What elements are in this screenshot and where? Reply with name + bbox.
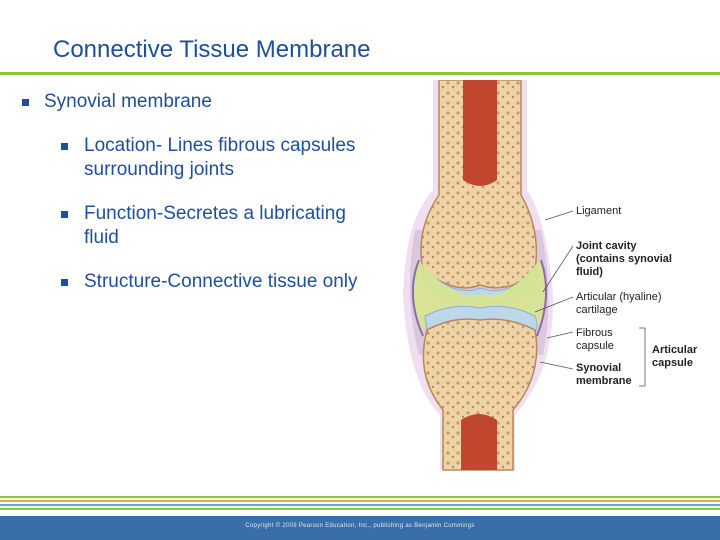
footer-stripe-orange [0, 500, 720, 502]
bullet-synovial-membrane: Synovial membrane [18, 90, 388, 114]
label-ligament: Ligament [576, 205, 622, 217]
bullet-marker [61, 211, 68, 218]
title-rule [0, 72, 720, 75]
upper-marrow-cavity [463, 80, 497, 186]
footer-stripe-green-2 [0, 508, 720, 510]
label-articular-capsule: Articular capsule [652, 344, 698, 369]
synovial-joint-diagram [403, 80, 646, 471]
bullet-text: Synovial membrane [44, 91, 212, 112]
label-articular-cartilage: Articular (hyaline) cartilage [576, 291, 662, 316]
bullet-text: Structure-Connective tissue only [84, 271, 358, 292]
lower-marrow-cavity [461, 414, 497, 470]
synovial-membrane [411, 259, 424, 337]
slide-title: Connective Tissue Membrane [53, 36, 371, 63]
bullet-text: Function-Secretes a lubricating fluid [84, 203, 346, 248]
label-joint-cavity: Joint cavity (contains synovial fluid) [576, 240, 672, 278]
sub-bullet-structure: Structure-Connective tissue only [18, 270, 374, 294]
bullet-marker [61, 143, 68, 150]
sub-bullet-function: Function-Secretes a lubricating fluid [18, 202, 374, 250]
footer-bar [0, 516, 720, 540]
leader-lines [534, 210, 646, 387]
label-synovial-membrane: Synovial membrane [576, 362, 632, 387]
lower-bone [422, 318, 538, 471]
footer-stripe-blue [0, 504, 720, 506]
footer-stripes [0, 496, 720, 512]
label-fibrous-capsule: Fibrous capsule [576, 327, 614, 352]
footer-stripe-green [0, 496, 720, 498]
synovial-membrane-right [536, 259, 548, 337]
bullet-list: Synovial membrane Location- Lines fibrou… [18, 90, 388, 294]
sub-bullet-location: Location- Lines fibrous capsules surroun… [18, 134, 374, 182]
bullet-marker [22, 99, 29, 106]
copyright-notice: Copyright © 2009 Pearson Education, Inc.… [245, 523, 475, 529]
bullet-marker [61, 279, 68, 286]
bullet-text: Location- Lines fibrous capsules surroun… [84, 135, 356, 180]
